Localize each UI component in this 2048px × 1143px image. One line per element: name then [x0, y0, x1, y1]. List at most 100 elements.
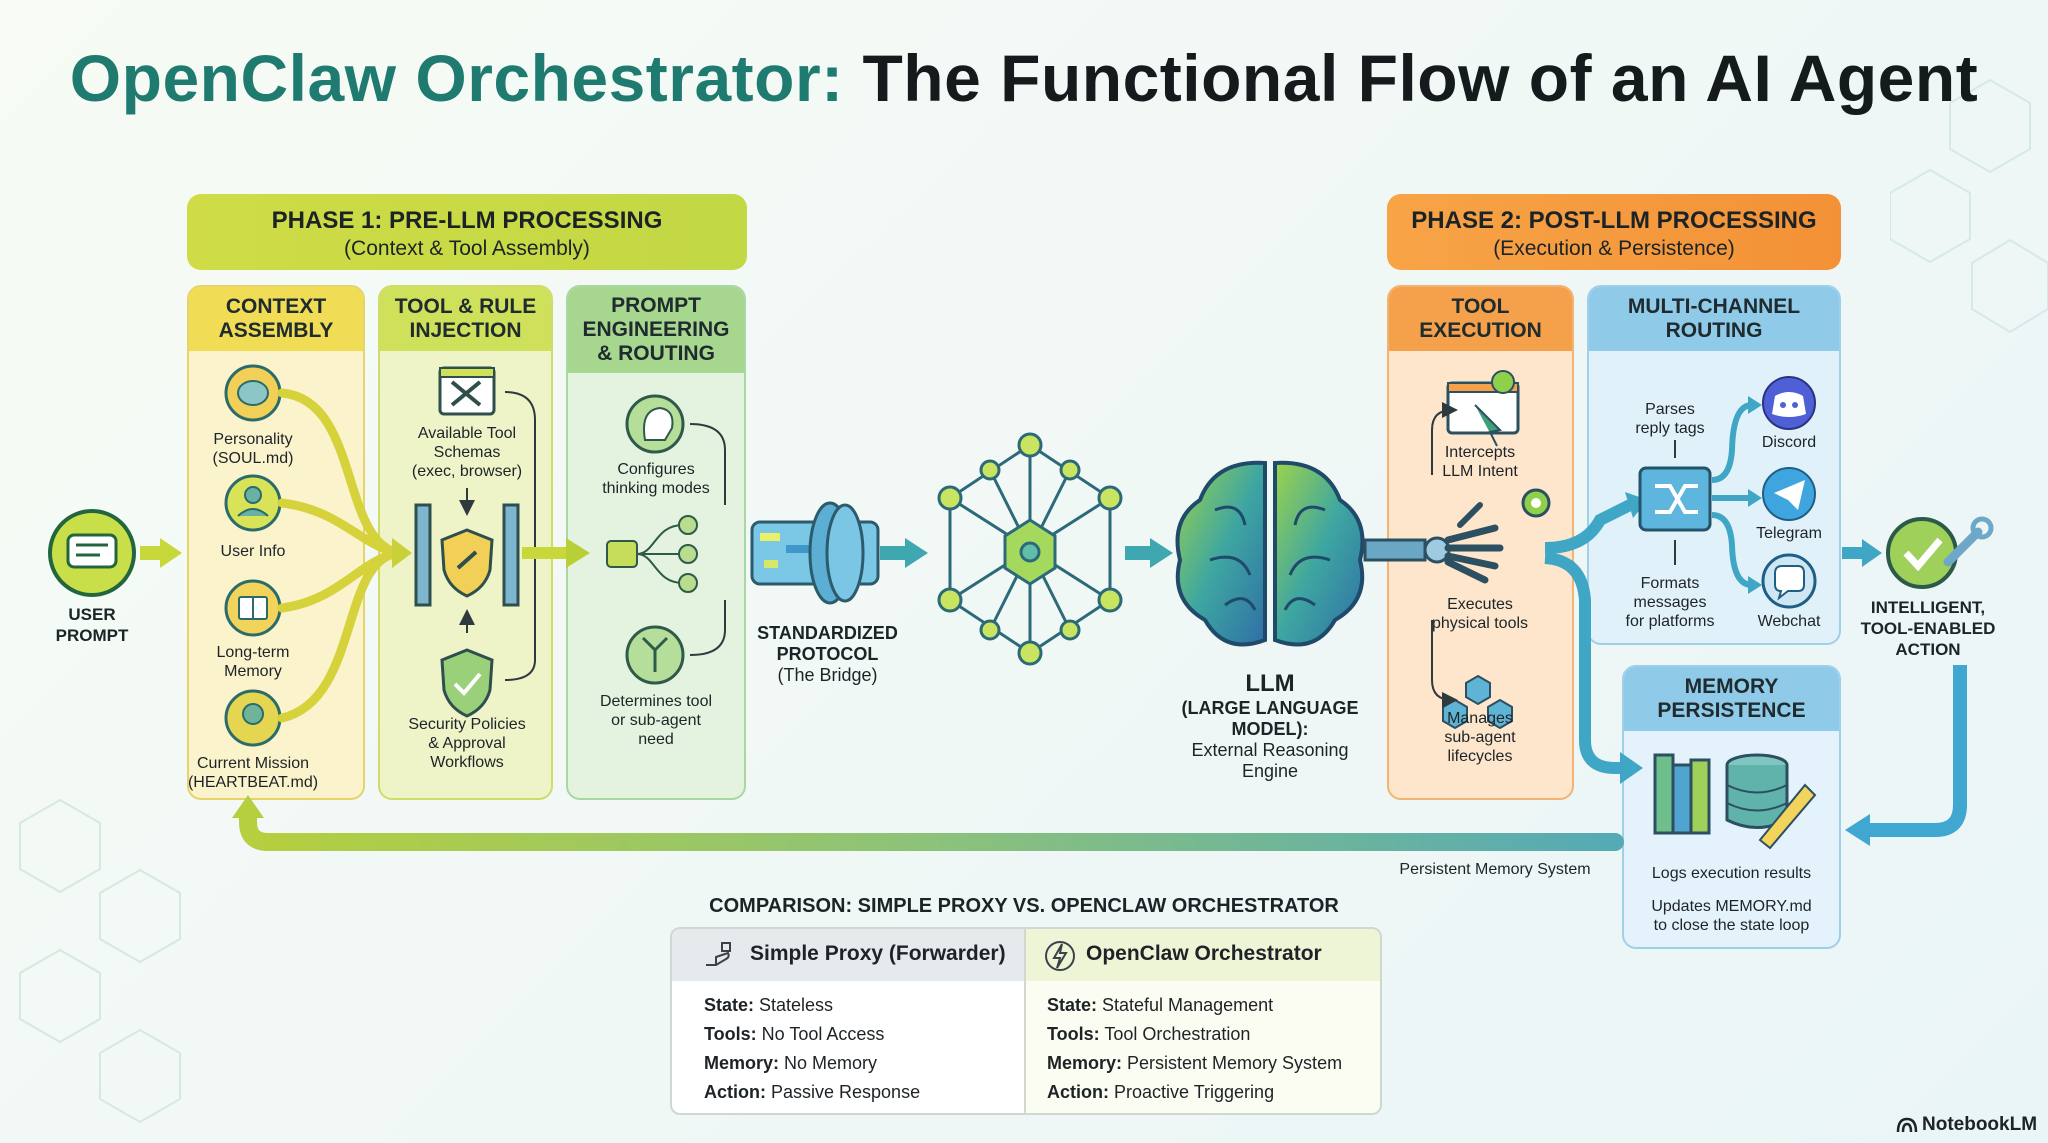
right-action-val: Proactive Triggering — [1109, 1082, 1275, 1102]
hexagon-decoration-left — [19, 798, 181, 1124]
intercept-screen-icon — [1446, 370, 1520, 447]
checkmark-wrench-icon — [1886, 516, 1994, 589]
left-memory-key: Memory: — [704, 1053, 780, 1073]
formats-l2: messages — [1633, 594, 1707, 611]
comparison-divider — [1024, 929, 1026, 1113]
routing-head-l2: ROUTING — [1665, 319, 1763, 342]
llm-l1: LLM — [1245, 670, 1295, 697]
formats-l3: for platforms — [1625, 613, 1715, 630]
schemas-l2: Schemas — [433, 444, 501, 461]
llm-l3: MODEL): — [1231, 719, 1309, 739]
security-l3: Workflows — [430, 754, 504, 771]
gateway-shield-icon — [414, 503, 520, 607]
determines-l1: Determines tool — [599, 693, 713, 710]
personality-label: Personality(SOUL.md) — [189, 430, 317, 468]
left-tools-val: No Tool Access — [756, 1024, 885, 1044]
openclaw-body — [1025, 981, 1380, 1113]
left-memory-val: No Memory — [779, 1053, 878, 1073]
llm-brain-icon — [1175, 460, 1365, 647]
determines-l3: need — [638, 731, 674, 748]
routing-head-l1: MULTI-CHANNEL — [1627, 295, 1801, 318]
updates-l2: to close the state loop — [1653, 917, 1810, 934]
formats-label: Formats messages for platforms — [1612, 574, 1728, 631]
protocol-l2: PROTOCOL — [776, 644, 879, 664]
left-state-key: State: — [704, 995, 755, 1015]
phase2-title: PHASE 2: POST-LLM PROCESSING — [1411, 207, 1817, 234]
phase2-header: PHASE 2: POST-LLM PROCESSING (Execution … — [1387, 194, 1841, 270]
right-tools-val: Tool Orchestration — [1099, 1024, 1251, 1044]
personality-l2: (SOUL.md) — [212, 450, 294, 467]
mission-l2: (HEARTBEAT.md) — [187, 774, 319, 791]
webchat-label: Webchat — [1757, 613, 1821, 630]
comparison-title: COMPARISON: SIMPLE PROXY VS. OPENCLAW OR… — [709, 895, 1339, 917]
phase1-header: PHASE 1: PRE-LLM PROCESSING (Context & T… — [187, 194, 747, 270]
user-info-icon — [224, 474, 282, 532]
logs-label: Logs execution results — [1651, 865, 1812, 882]
action-l3: ACTION — [1895, 640, 1961, 659]
comparison-table: Simple Proxy (Forwarder) OpenClaw Orches… — [670, 927, 1382, 1115]
simple-proxy-header — [672, 929, 1025, 981]
left-state-val: Stateless — [754, 995, 834, 1015]
badge-mission-icon — [224, 689, 282, 747]
action-label: INTELLIGENT, TOOL-ENABLED ACTION — [1848, 597, 2008, 660]
tools-head-l1: TOOL & RULE — [394, 295, 537, 318]
brand-label: NotebookLM — [1922, 1114, 2038, 1135]
right-row-tools: Tools: Tool Orchestration — [1047, 1024, 1250, 1045]
intercepts-l2: LLM Intent — [1442, 463, 1518, 480]
updates-l1: Updates MEMORY.md — [1651, 898, 1812, 915]
protocol-l1: STANDARDIZED — [757, 623, 898, 643]
parses-l2: reply tags — [1635, 420, 1705, 437]
current-mission-label: Current Mission (HEARTBEAT.md) — [180, 754, 326, 792]
action-l2: TOOL-ENABLED — [1860, 619, 1996, 638]
phase1-title: PHASE 1: PRE-LLM PROCESSING — [271, 207, 663, 234]
right-memory-key: Memory: — [1047, 1053, 1123, 1073]
security-shield-icon — [440, 648, 494, 718]
context-head-l1: CONTEXT — [225, 295, 327, 318]
title-part1: OpenClaw Orchestrator: — [69, 41, 844, 115]
determines-l2: or sub-agent — [611, 712, 701, 729]
right-row-state: State: Stateful Management — [1047, 995, 1273, 1016]
openclaw-header — [1025, 929, 1380, 981]
protocol-l3: (The Bridge) — [777, 665, 878, 685]
schemas-l3: (exec, browser) — [411, 463, 523, 480]
exec-head-l2: EXECUTION — [1419, 319, 1542, 342]
hexagon-decoration-right — [1890, 78, 2048, 334]
intercepts-l1: Intercepts — [1444, 444, 1516, 461]
updates-label: Updates MEMORY.md to close the state loop — [1624, 897, 1839, 935]
robotic-hand-icon — [1363, 502, 1504, 584]
routing-node-tree-icon — [606, 515, 698, 593]
parses-l1: Parses — [1645, 401, 1695, 418]
right-row-action: Action: Proactive Triggering — [1047, 1082, 1274, 1103]
left-row-action: Action: Passive Response — [704, 1082, 920, 1103]
formats-l1: Formats — [1640, 575, 1700, 592]
persist-head-l1: MEMORY — [1684, 675, 1779, 698]
user-prompt-icon — [48, 509, 136, 597]
configures-l2: thinking modes — [602, 480, 710, 497]
manages-l2: sub-agent — [1444, 729, 1516, 746]
phase1-subtitle: (Context & Tool Assembly) — [344, 237, 590, 260]
left-action-val: Passive Response — [766, 1082, 921, 1102]
persist-head-l2: PERSISTENCE — [1657, 699, 1806, 722]
page-title: OpenClaw Orchestrator: The Functional Fl… — [0, 40, 2048, 116]
tools-head-l2: INJECTION — [409, 319, 522, 342]
action-l1: INTELLIGENT, — [1870, 598, 1986, 617]
persistent-memory-loop-label: Persistent Memory System — [1399, 861, 1591, 878]
left-row-state: State: Stateless — [704, 995, 833, 1016]
shuffle-hub-icon — [1638, 466, 1712, 532]
tool-schemas-icon — [438, 366, 496, 416]
gear-icon — [1521, 488, 1551, 518]
mission-l1: Current Mission — [196, 755, 310, 772]
right-state-key: State: — [1047, 995, 1098, 1015]
parses-label: Parses reply tags — [1612, 400, 1728, 438]
right-action-key: Action: — [1047, 1082, 1109, 1102]
configures-l1: Configures — [617, 461, 695, 478]
user-info-label: User Info — [189, 542, 317, 561]
configures-label: Configures thinking modes — [570, 460, 742, 498]
